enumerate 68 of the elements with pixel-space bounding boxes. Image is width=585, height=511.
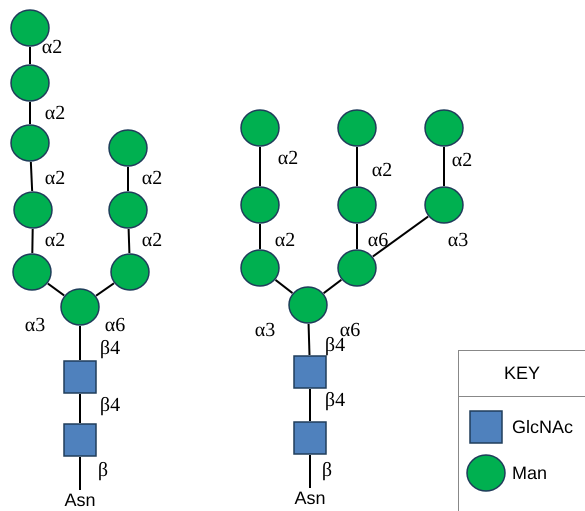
residue-label: Asn xyxy=(60,490,100,510)
linkage-line xyxy=(309,389,311,421)
mannose-circle xyxy=(108,191,148,229)
linkage-line xyxy=(274,279,294,294)
key-heading: KEY xyxy=(504,362,540,384)
linkage-label: β xyxy=(322,459,332,481)
mannose-circle xyxy=(10,124,50,162)
glcnac-square xyxy=(293,355,327,389)
linkage-line xyxy=(372,216,429,258)
linkage-label: α2 xyxy=(44,167,66,189)
linkage-line xyxy=(96,282,114,297)
linkage-line xyxy=(259,224,261,249)
mannose-circle xyxy=(108,129,148,167)
linkage-label: β4 xyxy=(324,389,346,411)
linkage-line xyxy=(30,162,34,192)
linkage-line xyxy=(29,47,31,64)
mannose-circle xyxy=(10,64,50,102)
linkage-line xyxy=(29,102,31,124)
linkage-line xyxy=(308,324,310,356)
mannose-circle xyxy=(240,186,280,224)
mannose-circle xyxy=(12,253,52,291)
linkage-line xyxy=(323,279,342,294)
linkage-line xyxy=(356,224,358,249)
linkage-line xyxy=(47,282,65,296)
glcnac-square xyxy=(63,423,97,457)
linkage-label: α2 xyxy=(274,229,296,251)
mannose-circle xyxy=(13,191,53,229)
legend-text: GlcNAc xyxy=(512,416,574,438)
linkage-label: α2 xyxy=(452,149,472,171)
linkage-label: α2 xyxy=(44,229,66,251)
linkage-line xyxy=(259,147,261,186)
linkage-label: α2 xyxy=(44,102,66,124)
mannose-circle xyxy=(337,186,377,224)
mannose-circle xyxy=(337,109,377,147)
mannose-circle xyxy=(424,109,464,147)
mannose-circle xyxy=(110,253,150,291)
linkage-label: α2 xyxy=(42,36,62,58)
linkage-line xyxy=(79,326,81,360)
linkage-label: β4 xyxy=(100,394,120,416)
linkage-label: α2 xyxy=(372,159,392,181)
glcnac-square xyxy=(293,421,327,455)
mannose-circle xyxy=(424,186,464,224)
linkage-line xyxy=(309,455,311,488)
linkage-label: α3 xyxy=(448,229,468,251)
linkage-line xyxy=(79,457,81,490)
linkage-line xyxy=(127,167,129,191)
residue-label: Asn xyxy=(290,488,330,508)
linkage-label: α2 xyxy=(142,229,162,251)
linkage-label: α2 xyxy=(142,167,162,189)
linkage-line xyxy=(79,394,81,423)
linkage-label: β4 xyxy=(100,337,120,359)
linkage-label: α6 xyxy=(368,229,388,251)
mannose-circle xyxy=(337,249,377,287)
linkage-label: α3 xyxy=(254,319,276,341)
linkage-line xyxy=(443,147,445,186)
linkage-line xyxy=(31,228,34,254)
linkage-label: α6 xyxy=(104,314,126,336)
mannose-circle xyxy=(240,109,280,147)
legend-text: Man xyxy=(512,462,548,484)
linkage-line xyxy=(356,147,358,186)
mannose-circle xyxy=(240,249,280,287)
mannose-circle xyxy=(288,286,328,324)
mannose-circle xyxy=(60,288,100,326)
linkage-label: α2 xyxy=(278,147,298,169)
glcnac-square xyxy=(63,360,97,394)
linkage-line xyxy=(128,228,130,254)
linkage-label: α3 xyxy=(24,314,46,336)
linkage-label: β xyxy=(98,459,108,481)
